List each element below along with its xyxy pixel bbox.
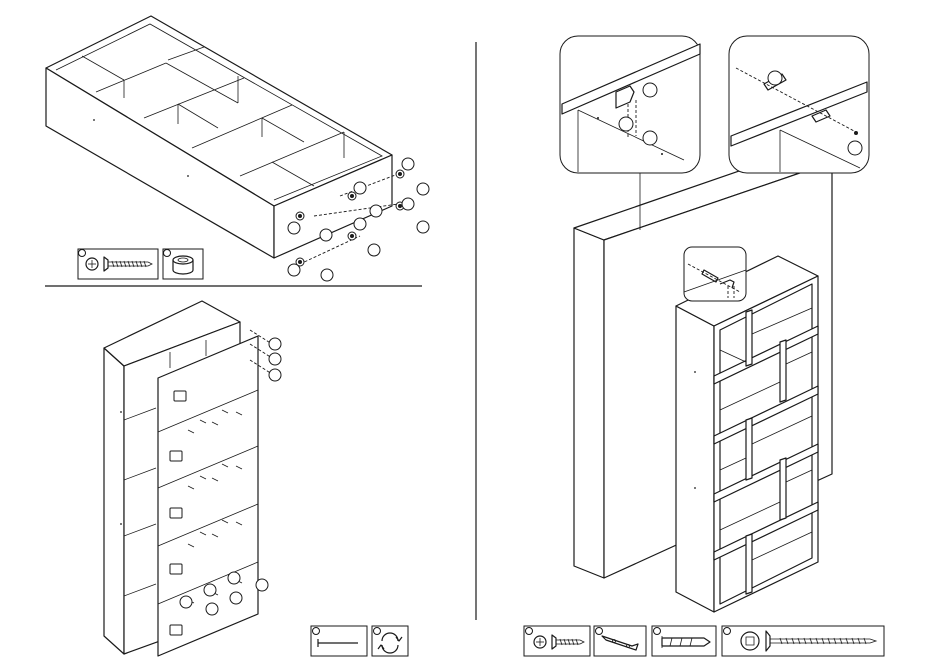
zoom-panel-bracket [560, 36, 700, 173]
step-wall-fixing [524, 36, 884, 656]
step2-parts [311, 626, 408, 656]
step-back-panel [104, 301, 408, 656]
zoom-panel-wallplug [729, 36, 869, 173]
bookcase-inner-back [720, 284, 812, 604]
step3-parts [524, 626, 884, 656]
wall-front [574, 228, 604, 578]
unit-side-face [104, 348, 124, 654]
top-detail-box [684, 247, 746, 301]
bookcase-side [676, 306, 714, 612]
step-frame-assembly [45, 16, 429, 286]
bookcase [676, 256, 818, 612]
step1-parts [78, 249, 203, 279]
